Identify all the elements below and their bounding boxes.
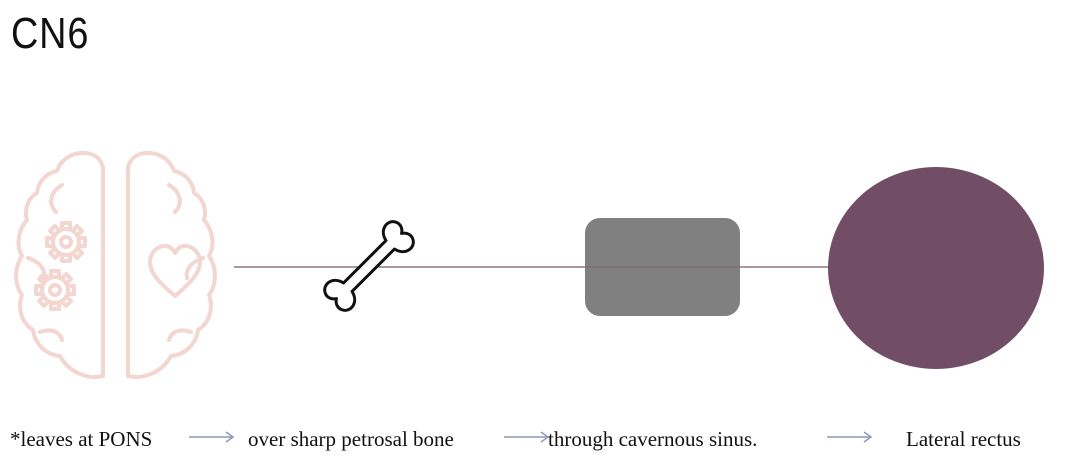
arrow-icon: [827, 431, 873, 443]
step-label-petrosal-bone: over sharp petrosal bone: [248, 427, 454, 451]
bone-icon: [323, 220, 415, 312]
lateral-rectus-ellipse: [828, 167, 1044, 369]
step-label-cavernous-sinus: through cavernous sinus.: [548, 427, 758, 451]
step-label-pons: *leaves at PONS: [10, 427, 153, 451]
arrow-icon: [504, 431, 550, 443]
slide-title: CN6: [11, 9, 90, 58]
step-label-lateral-rectus: Lateral rectus: [906, 427, 1021, 451]
brain-icon: [14, 150, 217, 379]
arrow-icon: [189, 431, 235, 443]
